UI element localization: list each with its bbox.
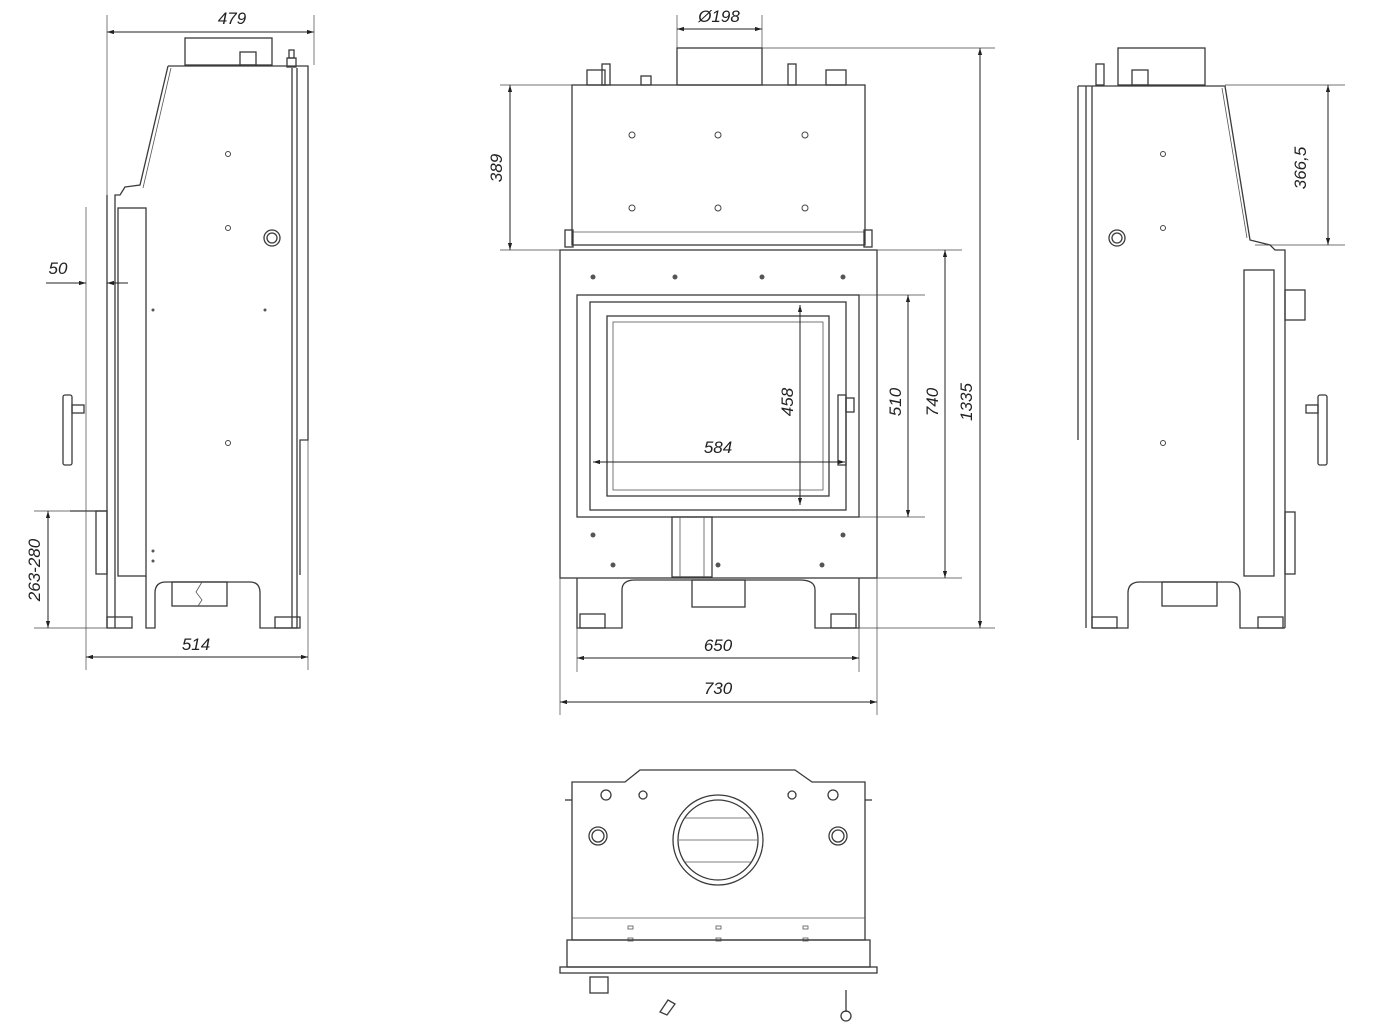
right-side-view — [1077, 47, 1328, 629]
dim-body-height: 740 — [923, 387, 942, 416]
dim-glass-width: 584 — [704, 438, 732, 457]
dim-flue-diameter: Ø198 — [697, 7, 740, 26]
dim-inner-width: 650 — [704, 636, 733, 655]
dim-door-height: 510 — [886, 387, 905, 416]
dim-glass-height: 458 — [778, 387, 797, 416]
dim-total-width: 730 — [704, 679, 733, 698]
dim-depth-top: 479 — [218, 9, 247, 28]
dim-front-offset: 50 — [49, 259, 68, 278]
top-view — [559, 769, 878, 1022]
dim-right-top-height: 366,5 — [1291, 146, 1310, 189]
dim-depth-bottom: 514 — [182, 635, 210, 654]
dim-total-height: 1335 — [957, 383, 976, 421]
front-dimensions: Ø198 389 458 584 510 740 1335 650 730 — [487, 7, 995, 715]
dim-top-height: 389 — [487, 153, 506, 182]
right-side-dimensions: 366,5 — [1225, 84, 1345, 246]
left-side-view — [62, 37, 309, 629]
front-view — [559, 47, 878, 629]
dim-leg-height: 263-280 — [25, 538, 44, 602]
front-bolts — [590, 274, 846, 568]
top-holes — [628, 131, 809, 212]
left-side-dimensions: 479 50 263-280 514 — [25, 9, 315, 670]
